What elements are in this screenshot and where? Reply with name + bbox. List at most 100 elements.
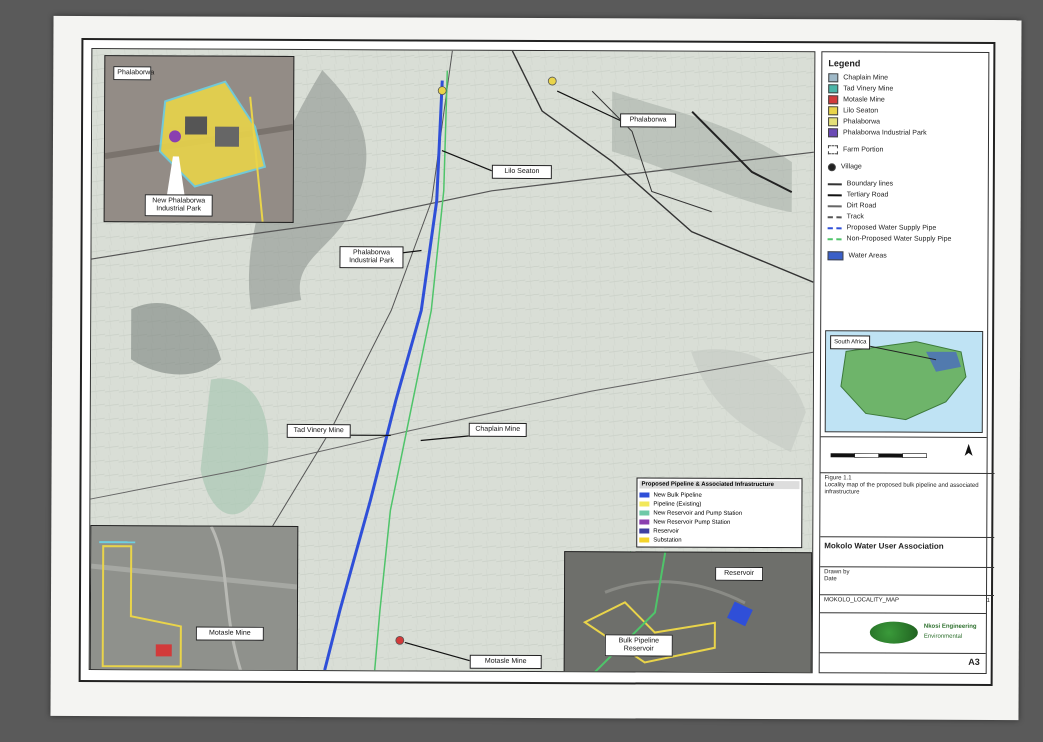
inset-satellite — [90, 526, 298, 671]
legend-swatch — [639, 492, 650, 498]
line-swatch — [827, 215, 842, 218]
legend-item-label: Substation — [653, 537, 682, 544]
leader-line — [404, 641, 470, 662]
map-label: New Phalaborwa Industrial Park — [144, 194, 213, 217]
legend-item: Chaplain Mine — [828, 72, 988, 84]
terrain-area — [691, 349, 806, 453]
legend-item-label: Village — [840, 163, 862, 171]
legend-swatch — [639, 528, 650, 534]
leader-line — [556, 90, 623, 122]
line-swatch — [827, 193, 842, 196]
legend-item-label: Tad Vinery Mine — [843, 85, 894, 93]
terrain-dark-area — [131, 303, 222, 375]
inset-building — [185, 116, 208, 135]
infrastructure-legend-title: Proposed Pipeline & Associated Infrastru… — [639, 480, 800, 490]
legend-item: Proposed Water Supply Pipe — [827, 222, 988, 234]
date-label: Date — [824, 576, 837, 583]
map-label: Motasle Mine — [195, 626, 264, 641]
company-logo-icon — [869, 621, 918, 644]
legend-item: Non-Proposed Water Supply Pipe — [827, 233, 988, 245]
map-label: Bulk Pipeline Reservoir — [604, 634, 673, 657]
legend-item-label: Track — [846, 213, 864, 221]
map-label: Tad Vinery Mine — [286, 423, 351, 439]
north-arrow-icon — [964, 443, 973, 456]
legend-swatch — [828, 84, 839, 94]
inset-map-top-left: Phalaborwa New Phalaborwa Industrial Par… — [103, 55, 295, 223]
map-frame: Phalaborwa New Phalaborwa Industrial Par… — [78, 38, 996, 686]
legend-swatch — [827, 145, 838, 155]
legend-item-label: Farm Portion — [842, 146, 884, 154]
inset-building — [214, 126, 240, 147]
infrastructure-legend: Proposed Pipeline & Associated Infrastru… — [636, 477, 803, 549]
river — [691, 110, 793, 194]
company-block: Nkosi Engineering Environmental — [819, 612, 986, 654]
locality-map-graphic — [825, 331, 983, 432]
paper-sheet: Phalaborwa New Phalaborwa Industrial Par… — [50, 15, 1022, 721]
legend-swatch — [639, 510, 650, 516]
sheet-size-row: A3 — [819, 652, 986, 673]
site-marker-phalaborwa[interactable] — [547, 76, 557, 86]
inset-map-bottom-right: Reservoir Bulk Pipeline Reservoir — [563, 551, 813, 674]
study-area — [926, 351, 962, 372]
village-icon — [827, 162, 836, 171]
legend-item: Village — [827, 161, 988, 173]
line-swatch — [827, 237, 842, 240]
legend-swatch — [639, 537, 650, 543]
legend-item: Motasle Mine — [828, 94, 988, 106]
inset-satellite — [104, 56, 294, 222]
legend-item: Farm Portion — [827, 144, 988, 156]
leader-line — [441, 150, 493, 172]
inset-reservoir — [727, 601, 753, 627]
company-tag: Environmental — [923, 633, 963, 640]
revision-number: 1 — [986, 597, 991, 604]
main-map[interactable]: Phalaborwa New Phalaborwa Industrial Par… — [88, 48, 816, 674]
legend-swatch — [827, 251, 844, 261]
legend-swatch — [639, 501, 650, 507]
legend-item: Lilo Seaton — [828, 105, 988, 117]
terrain-dark-area — [248, 70, 367, 310]
inset-satellite — [564, 552, 812, 674]
track — [591, 90, 712, 213]
site-marker-lilo[interactable] — [437, 86, 447, 95]
legend-item: Track — [827, 211, 988, 223]
line-swatch — [827, 204, 842, 207]
map-sidebar: Legend Chaplain Mine Tad Vinery Mine Mot… — [818, 51, 995, 674]
inset-mine-site — [155, 644, 172, 657]
existing-pipeline — [373, 70, 449, 671]
line-swatch — [827, 226, 842, 229]
sheet-size: A3 — [968, 656, 980, 667]
legend-item-label: Proposed Water Supply Pipe — [846, 224, 937, 232]
leader-line — [420, 435, 471, 442]
legend-item-label: Phalaborwa — [843, 118, 881, 126]
legend-item-label: Phalaborwa Industrial Park — [843, 129, 927, 137]
site-marker-motasle[interactable] — [395, 636, 405, 645]
legend-item-label: New Reservoir Pump Station — [653, 519, 731, 526]
map-label: Phalaborwa — [113, 66, 154, 81]
legend-item: Phalaborwa Industrial Park — [828, 127, 988, 139]
scale-bar-section — [820, 436, 987, 474]
map-label: Chaplain Mine — [468, 422, 527, 437]
legend-item-label: Boundary lines — [846, 180, 894, 188]
dirt-road — [91, 151, 815, 260]
map-label: Phalaborwa Industrial Park — [339, 246, 404, 269]
legend-item-label: New Reservoir and Pump Station — [653, 510, 743, 517]
tertiary-road — [511, 50, 814, 283]
legend-item: Tad Vinery Mine — [828, 83, 988, 95]
inset-map-bottom-left: Motasle Mine — [89, 525, 299, 672]
new-bulk-pipeline — [323, 80, 444, 671]
legend-item-label: New Bulk Pipeline — [653, 492, 702, 499]
legend-swatch — [828, 128, 839, 138]
legend-item-label: Motasle Mine — [843, 96, 885, 104]
map-label: Reservoir — [715, 566, 764, 581]
legend-swatch — [828, 117, 839, 127]
inset-pump-station — [169, 130, 182, 143]
legend-item-label: Water Areas — [848, 252, 887, 260]
legend-item-label: Tertiary Road — [846, 191, 889, 199]
figure-info: Figure 1.1 Locality map of the proposed … — [820, 472, 995, 543]
legend-item-label: Lilo Seaton — [843, 107, 879, 115]
locality-map: South Africa — [824, 330, 984, 433]
legend-item-label: Reservoir — [653, 528, 679, 535]
legend-swatch — [828, 73, 839, 83]
map-label: Lilo Seaton — [491, 164, 552, 180]
legend-item-label: Dirt Road — [846, 202, 877, 210]
